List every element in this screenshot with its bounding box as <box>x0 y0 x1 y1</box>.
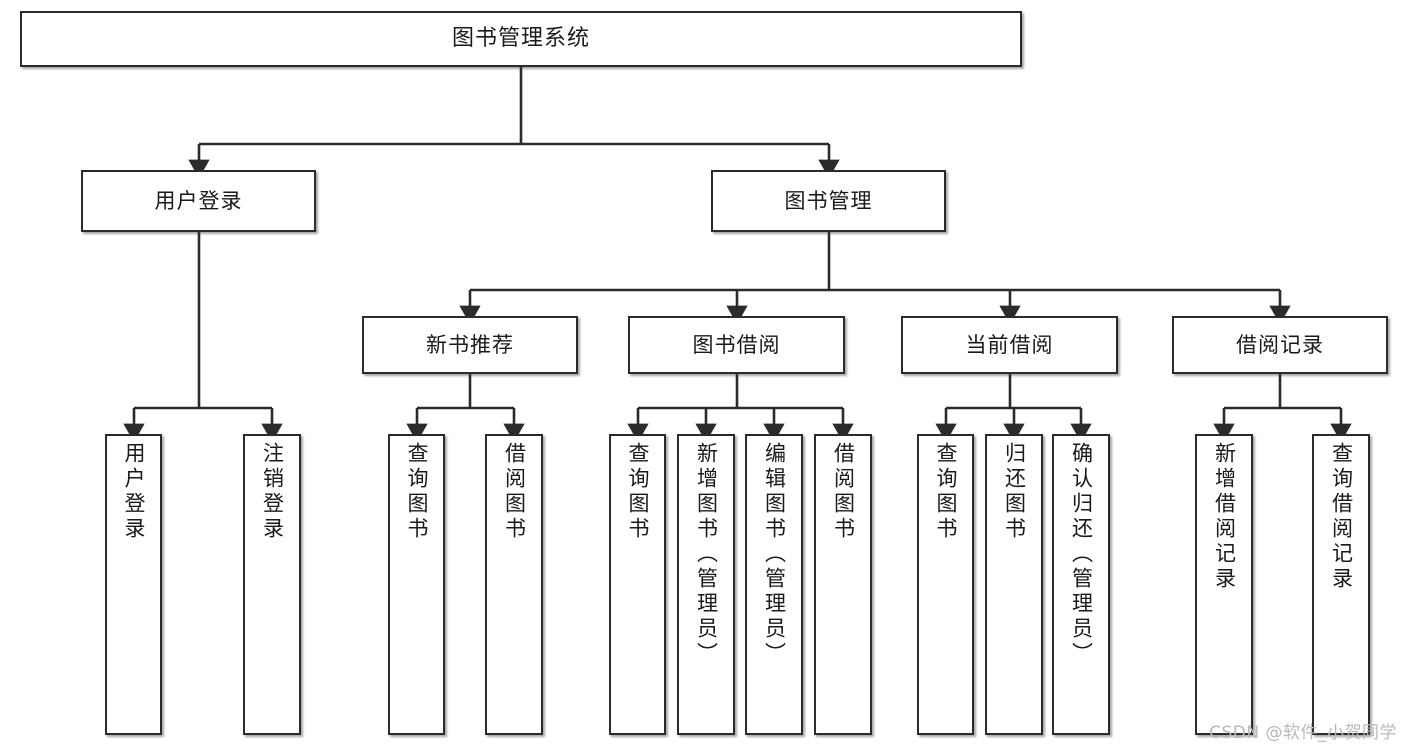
node-newbook[interactable]: 新书推荐 <box>362 316 578 374</box>
node-label: 新书推荐 <box>426 332 514 357</box>
node-label: 用户登录 <box>122 442 146 542</box>
node-leaf-current-1[interactable]: 查询图书 <box>917 434 974 735</box>
node-leaf-login-2[interactable]: 注销登录 <box>243 434 301 735</box>
node-label: 查询图书 <box>934 442 958 542</box>
node-label: 用户登录 <box>154 188 243 213</box>
node-label: 编辑图书（管理员） <box>762 442 787 667</box>
node-label: 借阅图书 <box>831 442 856 542</box>
node-label: 查询图书 <box>405 442 429 542</box>
node-root[interactable]: 图书管理系统 <box>20 11 1022 67</box>
node-label: 图书管理系统 <box>451 26 590 52</box>
node-borrow[interactable]: 图书借阅 <box>628 316 845 374</box>
node-label: 借阅记录 <box>1236 332 1324 357</box>
node-label: 查询图书 <box>626 442 650 542</box>
node-label: 确认归还（管理员） <box>1069 442 1094 667</box>
node-leaf-current-3[interactable]: 确认归还（管理员） <box>1052 434 1110 735</box>
node-leaf-borrow-2[interactable]: 新增图书（管理员） <box>677 434 735 735</box>
node-label: 新增图书（管理员） <box>694 442 719 667</box>
node-leaf-rec-2[interactable]: 查询借阅记录 <box>1312 434 1370 735</box>
node-label: 注销登录 <box>260 442 285 542</box>
node-label: 图书借阅 <box>692 332 781 357</box>
node-login[interactable]: 用户登录 <box>81 170 316 232</box>
watermark: CSDN @软件_小贺同学 <box>1209 723 1397 743</box>
node-label: 借阅图书 <box>502 442 527 542</box>
node-label: 图书管理 <box>784 188 873 213</box>
node-label: 当前借阅 <box>965 332 1054 357</box>
node-records[interactable]: 借阅记录 <box>1172 316 1388 374</box>
node-leaf-new-1[interactable]: 查询图书 <box>388 434 445 735</box>
node-leaf-borrow-1[interactable]: 查询图书 <box>609 434 666 735</box>
node-label: 新增借阅记录 <box>1212 442 1237 592</box>
node-current[interactable]: 当前借阅 <box>901 316 1118 374</box>
node-label: 查询借阅记录 <box>1329 442 1354 592</box>
node-leaf-rec-1[interactable]: 新增借阅记录 <box>1195 434 1253 735</box>
node-leaf-current-2[interactable]: 归还图书 <box>985 434 1043 735</box>
node-label: 归还图书 <box>1002 442 1027 542</box>
node-leaf-login-1[interactable]: 用户登录 <box>105 434 162 735</box>
node-leaf-borrow-4[interactable]: 借阅图书 <box>814 434 872 735</box>
node-leaf-borrow-3[interactable]: 编辑图书（管理员） <box>745 434 803 735</box>
node-bookmgmt[interactable]: 图书管理 <box>711 170 946 232</box>
node-leaf-new-2[interactable]: 借阅图书 <box>485 434 543 735</box>
